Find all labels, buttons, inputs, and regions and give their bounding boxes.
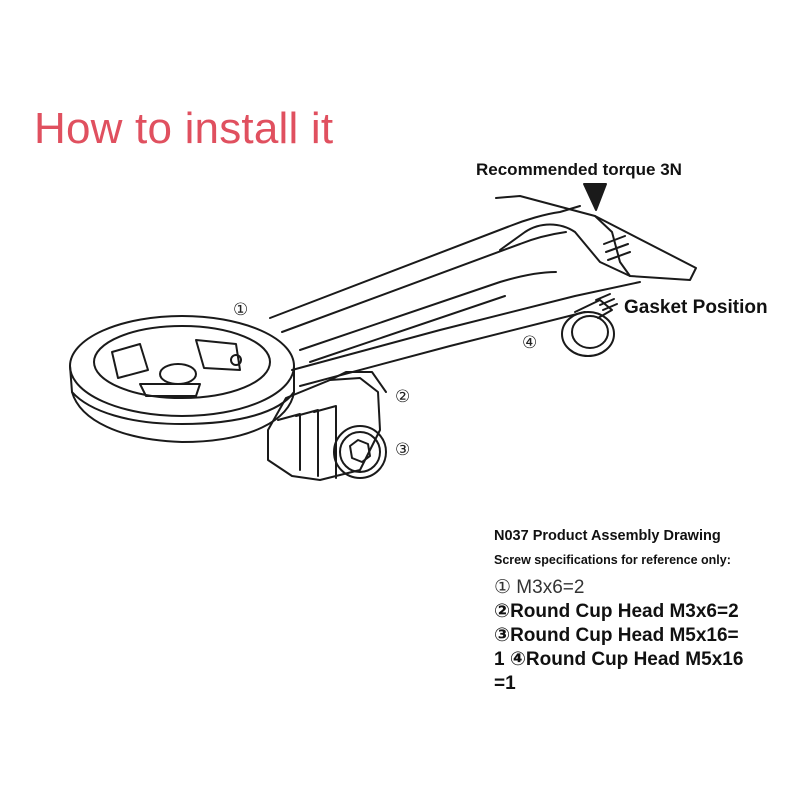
torque-marker-icon	[583, 183, 607, 211]
spec-title: N037 Product Assembly Drawing	[494, 528, 721, 544]
clamp-head	[495, 195, 697, 281]
arm-upper-edge	[269, 205, 581, 319]
mount-tab-right	[195, 339, 241, 371]
gasket-bolt-face	[571, 315, 609, 349]
gasket-spring	[595, 293, 618, 311]
callout-3: ③	[395, 440, 411, 459]
page-title: How to install it	[34, 104, 334, 153]
spec-line-2: ②Round Cup Head M3x6=2	[494, 601, 739, 622]
mount-disc-top	[69, 315, 295, 417]
torque-label: Recommended torque 3N	[476, 160, 682, 179]
gopro-fingers	[277, 405, 337, 479]
socket-hex-icon	[349, 439, 371, 463]
mount-disc-inner	[93, 325, 271, 399]
arm-bottom-edge	[299, 311, 586, 387]
callout-4: ④	[522, 333, 538, 352]
callout-1: ①	[233, 300, 249, 319]
clamp-face	[594, 215, 631, 277]
screw-specifications: N037 Product Assembly Drawing Screw spec…	[494, 528, 794, 696]
spec-line-3: ③Round Cup Head M5x16=	[494, 625, 739, 646]
arm-slot	[299, 271, 557, 363]
arm-lower-edge	[291, 281, 641, 371]
spec-subtitle: Screw specifications for reference only:	[494, 553, 731, 567]
gasket-position-label: Gasket Position	[624, 297, 768, 318]
spec-line-1: ① M3x6=2	[494, 577, 585, 598]
arm-inner-edge	[281, 231, 567, 333]
gasket-bolt-head	[561, 311, 615, 357]
socket-bolt-ring	[339, 431, 381, 473]
mount-screw-1	[230, 354, 242, 366]
spec-line-4: 1 ④Round Cup Head M5x16	[494, 649, 744, 670]
clamp-groove	[603, 235, 631, 261]
mount-tab-front	[139, 383, 201, 397]
mount-tab-left	[111, 343, 149, 379]
mount-disc-side	[69, 365, 295, 443]
mount-center-hub	[159, 363, 197, 385]
gasket-bolt-shank	[574, 299, 613, 319]
callout-2: ②	[395, 387, 411, 406]
socket-bolt-head	[333, 425, 387, 479]
mount-disc-rim	[71, 391, 295, 425]
gopro-bracket	[267, 377, 381, 481]
bracket-join	[329, 371, 387, 393]
spec-line-5: =1	[494, 673, 516, 694]
